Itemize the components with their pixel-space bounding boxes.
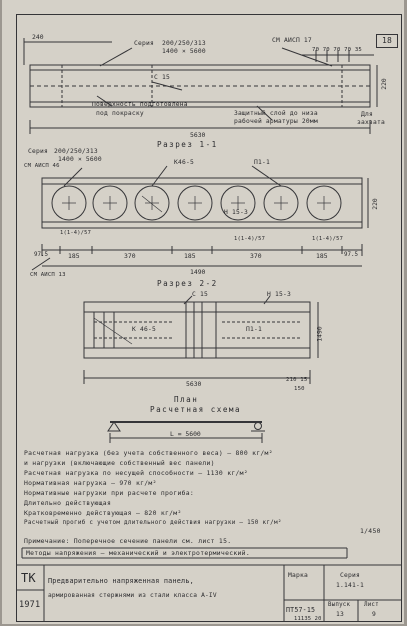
void-circle-5 (220, 185, 256, 221)
title-block-sheet-label: Лист (364, 602, 379, 608)
elev-series-label: Серия (134, 40, 154, 47)
section1-mesh-bottom: СМ АИСП 13 (30, 272, 66, 278)
section1-dim-1: 185 (68, 252, 80, 260)
elev-length: 5630 (190, 131, 206, 139)
section1-dim-0: 97.5 (34, 252, 48, 258)
section1-p1: П1-1 (254, 159, 270, 166)
elev-surface-note-2: под покраску (96, 110, 144, 117)
section2-title: Разрез 2-2 (157, 279, 218, 288)
load-line-3: Нормативная нагрузка — 970 кг/м² (24, 479, 157, 487)
load-line-4: Нормативные нагрузки при расчете прогиба… (24, 489, 195, 497)
elev-for-lifting-1: Для (361, 111, 373, 118)
section1-mesh46: СМ АИСП 46 (24, 163, 60, 169)
scheme-title: Расчетная схема (150, 405, 242, 414)
title-block-issue-value: 13 (336, 611, 344, 618)
title-block-issue-label: Выпуск (328, 602, 351, 608)
note-line: Примечание: Поперечное сечение панели см… (24, 537, 232, 545)
section2-length: 5630 (186, 380, 202, 388)
elev-dims-right: 70 70 70 70 35 (312, 47, 362, 53)
section1-total: 1490 (190, 268, 206, 276)
plan-title: План (174, 395, 199, 404)
scheme-span: L = 5600 (170, 430, 201, 438)
title-block-series-value: 1.141-1 (336, 582, 364, 589)
title-block-mark-label: Марка (288, 572, 308, 579)
section1-label-c: 1(1-4)/57 (312, 236, 344, 242)
section2-p1: П1-1 (246, 326, 262, 333)
section1-series-value: 200/250/313 (54, 148, 98, 155)
drawing-frame (16, 14, 402, 622)
section1-dim-3: 185 (184, 252, 196, 260)
section1-outline (41, 177, 363, 229)
section1-dim-6: 97.5 (344, 252, 358, 258)
load-line-5: Длительно действующая (24, 499, 112, 507)
void-circle-4 (177, 185, 213, 221)
section2-outline (83, 301, 311, 359)
method-line: Методы напряжения — механический и элект… (26, 549, 250, 557)
section2-c15: С 15 (192, 291, 208, 298)
section2-k46: К 46-5 (132, 326, 156, 333)
load-deflection: 1/450 (360, 527, 381, 535)
void-circle-1 (51, 185, 87, 221)
load-line-2: Расчетная нагрузка по несущей способност… (24, 469, 248, 477)
elev-dim-220: 220 (379, 78, 388, 90)
section2-height: 1490 (315, 326, 324, 342)
section2-n15: Н 15-3 (267, 291, 291, 298)
title-block-title-2: армированная стержнями из стали класса А… (48, 592, 217, 599)
title-block-mark-value: ПТ57-15 (286, 606, 316, 614)
elev-for-lifting-2: захвата (357, 119, 385, 126)
section2-dim-150: 150 (294, 386, 305, 392)
elev-series-sub: 1400 × 5600 (162, 48, 206, 55)
void-circle-7 (306, 185, 342, 221)
elev-series-value: 200/250/313 (162, 40, 206, 47)
title-block-title-1: Предварительно напряженная панель, (48, 577, 194, 585)
elev-c15: С 15 (154, 74, 170, 81)
section1-dim-2: 370 (124, 252, 136, 260)
section2-dim-small: 210 15 (286, 377, 308, 383)
section1-dim-5: 185 (316, 252, 328, 260)
section1-n15: Н 15-3 (224, 209, 248, 216)
section1-series-label: Серия (28, 148, 48, 155)
section1-series-sub: 1400 × 5600 (58, 156, 102, 163)
void-circle-2 (92, 185, 128, 221)
load-line-7: Расчетный прогиб с учетом длительного де… (24, 520, 282, 526)
elev-dim-left: 240 (32, 33, 44, 41)
elev-protect-note-1: Защитный слой до низа (234, 110, 318, 117)
section1-title: Разрез 1-1 (157, 140, 218, 149)
footer-stamp: 11135 20 (294, 616, 322, 622)
title-block-series-label: Серия (340, 572, 360, 579)
load-line-0: Расчетная нагрузка (без учета собственно… (24, 449, 273, 457)
section1-label-a: 1(1-4)/57 (60, 230, 92, 236)
section1-dim-4: 370 (250, 252, 262, 260)
section1-height: 220 (370, 198, 379, 210)
title-block-sheet-value: 9 (372, 611, 376, 618)
section1-label-b: 1(1-4)/57 (234, 236, 266, 242)
elev-protect-note-2: рабочей арматуры 20мм (234, 118, 318, 125)
sheet-number-box (376, 34, 398, 48)
elev-surface-note-1: Поверхность подготовлена (92, 101, 188, 108)
section1-k46: К46-5 (174, 159, 194, 166)
elev-mesh-label: СМ АИСП 17 (272, 37, 312, 44)
title-block-year: 1971 (19, 600, 41, 610)
sheet-number: 18 (382, 36, 393, 45)
load-line-1: и нагрузки (включающие собственный вес п… (24, 459, 215, 467)
title-block-org: ТК (21, 571, 36, 585)
load-line-6: Кратковременно действующая — 820 кг/м² (24, 509, 182, 517)
